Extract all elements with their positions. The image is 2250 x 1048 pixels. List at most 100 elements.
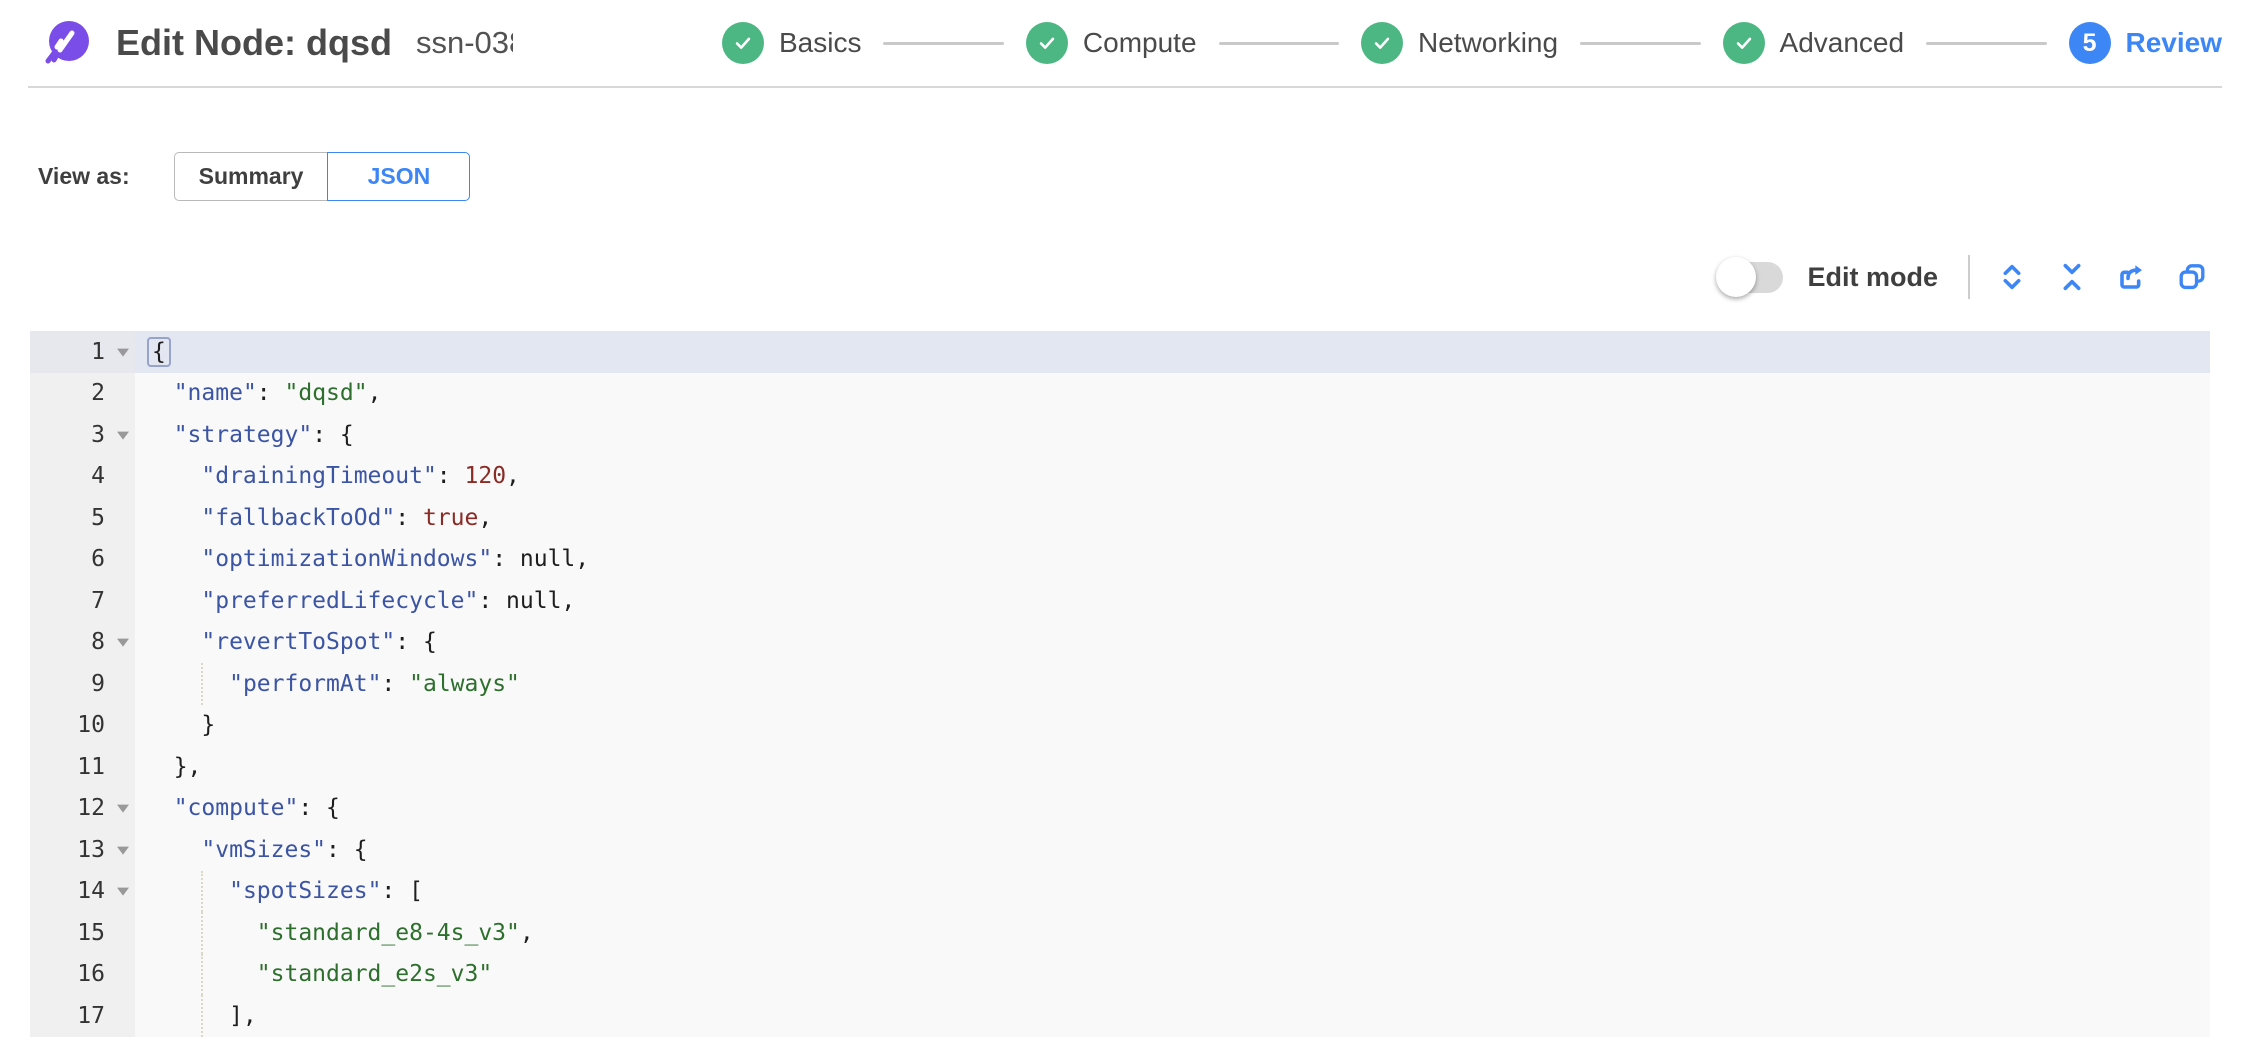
indent-guide bbox=[201, 995, 204, 1037]
code-line[interactable]: "preferredLifecycle": null, bbox=[201, 587, 576, 614]
view-as-label: View as: bbox=[38, 163, 130, 189]
code-line[interactable]: "standard_e8-4s_v3", bbox=[135, 912, 2210, 954]
editor-line-9[interactable]: 9 "performAt": "always" bbox=[30, 663, 2210, 705]
fold-arrow-icon[interactable] bbox=[117, 638, 129, 647]
line-number: 11 bbox=[30, 746, 135, 788]
node-id: ssn-038 bbox=[415, 25, 513, 60]
code-line[interactable]: "performAt": "always" bbox=[135, 663, 2210, 705]
editor-line-4[interactable]: 4 "drainingTimeout": 120, bbox=[30, 455, 2210, 497]
step-label: Basics bbox=[779, 27, 862, 58]
code-line[interactable]: "revertToSpot": { bbox=[201, 629, 437, 656]
line-number: 5 bbox=[30, 497, 135, 539]
line-number: 7 bbox=[30, 580, 135, 622]
view-json-button[interactable]: JSON bbox=[327, 152, 471, 201]
step-label: Compute bbox=[1082, 27, 1197, 58]
step-networking[interactable]: Networking bbox=[1361, 22, 1558, 64]
editor-line-16[interactable]: 16 "standard_e2s_v3" bbox=[30, 953, 2210, 995]
editor-line-3[interactable]: 3 "strategy": { bbox=[30, 414, 2210, 456]
indent-guide bbox=[201, 663, 204, 705]
editor-line-2[interactable]: 2 "name": "dqsd", bbox=[30, 372, 2210, 414]
step-label: Networking bbox=[1418, 27, 1559, 58]
indent-guide bbox=[201, 870, 204, 912]
collapse-all-icon[interactable] bbox=[2056, 261, 2088, 293]
code-line[interactable]: "drainingTimeout": 120, bbox=[201, 463, 520, 490]
fold-arrow-icon[interactable] bbox=[117, 887, 129, 896]
code-line[interactable]: }, bbox=[146, 753, 202, 780]
step-check-icon bbox=[1361, 22, 1403, 64]
step-label: Advanced bbox=[1779, 27, 1905, 58]
editor-line-8[interactable]: 8 "revertToSpot": { bbox=[30, 621, 2210, 663]
step-advanced[interactable]: Advanced bbox=[1722, 22, 1905, 64]
editor-line-13[interactable]: 13 "vmSizes": { bbox=[30, 829, 2210, 871]
toggle-knob[interactable] bbox=[1716, 256, 1757, 297]
step-compute[interactable]: Compute bbox=[1025, 22, 1197, 64]
step-check-icon bbox=[722, 22, 764, 64]
line-number: 4 bbox=[30, 455, 135, 497]
editor-line-7[interactable]: 7 "preferredLifecycle": null, bbox=[30, 580, 2210, 622]
editor-line-5[interactable]: 5 "fallbackToOd": true, bbox=[30, 497, 2210, 539]
view-summary-button[interactable]: Summary bbox=[173, 152, 328, 201]
line-number: 9 bbox=[30, 663, 135, 705]
wizard-stepper: Basics Compute Networking Advanced 5 Review bbox=[722, 22, 2222, 64]
editor-line-15[interactable]: 15 "standard_e8-4s_v3", bbox=[30, 912, 2210, 954]
line-number: 14 bbox=[30, 870, 135, 912]
fold-arrow-icon[interactable] bbox=[117, 431, 129, 440]
export-icon[interactable] bbox=[2116, 261, 2148, 293]
line-number: 10 bbox=[30, 704, 135, 746]
step-connector bbox=[883, 41, 1004, 45]
code-line[interactable]: "spotSizes": [ bbox=[135, 870, 2210, 912]
step-review[interactable]: 5 Review bbox=[2068, 22, 2223, 64]
code-line[interactable]: "name": "dqsd", bbox=[173, 380, 382, 407]
line-number: 2 bbox=[30, 372, 135, 414]
line-number: 1 bbox=[30, 331, 135, 373]
editor-line-10[interactable]: 10 } bbox=[30, 704, 2210, 746]
fold-arrow-icon[interactable] bbox=[117, 804, 129, 813]
editor-line-1[interactable]: 1{ bbox=[30, 331, 2210, 373]
line-number: 17 bbox=[30, 995, 135, 1037]
code-line[interactable]: "optimizationWindows": null, bbox=[201, 546, 590, 573]
step-connector bbox=[1580, 41, 1701, 45]
fold-arrow-icon[interactable] bbox=[117, 846, 129, 855]
code-line[interactable]: } bbox=[146, 712, 216, 739]
code-line[interactable]: "vmSizes": { bbox=[201, 836, 368, 863]
code-line[interactable]: "compute": { bbox=[173, 795, 340, 822]
step-basics[interactable]: Basics bbox=[722, 22, 861, 64]
step-label: Review bbox=[2125, 27, 2223, 58]
step-number: 5 bbox=[2068, 22, 2111, 64]
line-number: 6 bbox=[30, 538, 135, 580]
view-toggle-group: Summary JSON bbox=[173, 152, 471, 201]
code-line[interactable]: ], bbox=[135, 995, 2210, 1037]
fold-arrow-icon[interactable] bbox=[117, 348, 129, 357]
step-connector bbox=[1926, 41, 2047, 45]
code-line[interactable]: { bbox=[135, 331, 2210, 373]
json-editor[interactable]: 1{2 "name": "dqsd",3 "strategy": {4 "dra… bbox=[30, 331, 2210, 1037]
copy-icon[interactable] bbox=[2176, 261, 2208, 293]
view-as-section: View as: Summary JSON bbox=[38, 152, 2250, 201]
indent-guide bbox=[201, 953, 204, 995]
code-line[interactable]: "strategy": { bbox=[173, 421, 354, 448]
line-number: 8 bbox=[30, 621, 135, 663]
expand-all-icon[interactable] bbox=[1996, 261, 2028, 293]
code-line[interactable]: "standard_e2s_v3" bbox=[135, 953, 2210, 995]
line-number: 15 bbox=[30, 912, 135, 954]
toolbar-divider bbox=[1968, 255, 1970, 299]
line-number: 13 bbox=[30, 829, 135, 871]
line-number: 16 bbox=[30, 953, 135, 995]
edit-mode-toggle[interactable] bbox=[1716, 256, 1784, 297]
editor-line-6[interactable]: 6 "optimizationWindows": null, bbox=[30, 538, 2210, 580]
page-title: Edit Node: dqsd bbox=[116, 22, 392, 63]
step-check-icon bbox=[1025, 22, 1068, 64]
code-line[interactable]: "fallbackToOd": true, bbox=[201, 504, 493, 531]
edit-mode-label: Edit mode bbox=[1807, 261, 1938, 292]
editor-line-14[interactable]: 14 "spotSizes": [ bbox=[30, 870, 2210, 912]
editor-line-11[interactable]: 11 }, bbox=[30, 746, 2210, 788]
line-number: 12 bbox=[30, 787, 135, 829]
indent-guide bbox=[201, 912, 204, 954]
step-check-icon bbox=[1722, 22, 1765, 64]
line-number: 3 bbox=[30, 414, 135, 456]
editor-toolbar: Edit mode bbox=[0, 255, 2208, 299]
page-header: Edit Node: dqsd ssn-038 Basics Compute Net… bbox=[28, 0, 2222, 88]
app-logo-icon bbox=[44, 20, 90, 66]
editor-line-12[interactable]: 12 "compute": { bbox=[30, 787, 2210, 829]
editor-line-17[interactable]: 17 ], bbox=[30, 995, 2210, 1037]
